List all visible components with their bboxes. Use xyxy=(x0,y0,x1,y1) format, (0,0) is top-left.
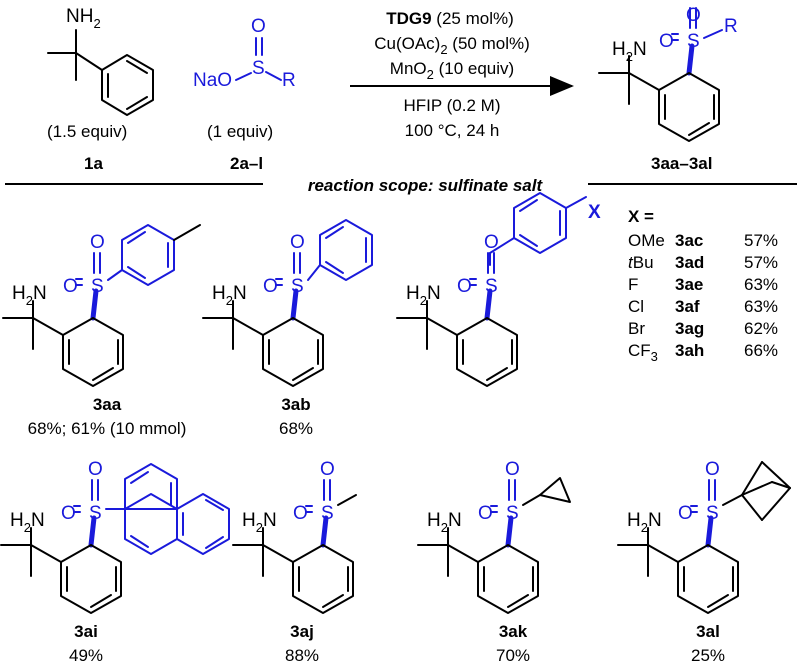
product-3ab-sulfur: S xyxy=(291,276,304,297)
amine-equiv-label: (1.5 equiv) xyxy=(47,122,127,141)
product-sulfur-label: S xyxy=(687,31,700,52)
product-3aa-oxygen-top: O xyxy=(90,232,105,253)
product-3aa-amine: H2N xyxy=(12,283,47,308)
x-table-substituent: OMe xyxy=(628,231,665,250)
product-3aj-oxygen-left: O xyxy=(293,503,308,524)
product-3ak-yield: 70% xyxy=(496,646,530,665)
product-3ab-label: 3ab xyxy=(281,395,310,414)
product-3ai-yield: 49% xyxy=(69,646,103,665)
product-3aa-yield: 68%; 61% (10 mmol) xyxy=(28,419,187,438)
condition-solvent: HFIP (0.2 M) xyxy=(404,96,501,115)
x-table-yield: 57% xyxy=(744,253,778,272)
product-3al-oxygen-top: O xyxy=(705,459,720,480)
product-3al-oxygen-left: O xyxy=(678,503,693,524)
product-amine-label: H2N xyxy=(612,39,647,64)
x-table-compound: 3ae xyxy=(675,275,703,294)
sulfinate-equiv-label: (1 equiv) xyxy=(207,122,273,141)
x-table-substituent: tBu xyxy=(628,253,654,272)
amine-1a-structure: NH2 xyxy=(47,6,154,116)
x-table-compound: 3ag xyxy=(675,319,704,338)
condition-catalyst: TDG9 (25 mol%) xyxy=(386,9,514,28)
x-table-compound: 3ah xyxy=(675,341,704,360)
product-3ai-amine: H2N xyxy=(10,510,45,535)
product-3ai-oxygen-top: O xyxy=(88,459,103,480)
product-3aj-sulfur: S xyxy=(321,503,334,524)
product-3ai-label: 3ai xyxy=(74,622,98,641)
amine-compound-label: 1a xyxy=(84,154,103,173)
x-table-yield: 63% xyxy=(744,275,778,294)
condition-temperature: 100 °C, 24 h xyxy=(405,121,500,140)
x-substituent-label: X xyxy=(588,202,601,223)
x-table-substituent: Cl xyxy=(628,297,644,316)
product-3al-structure: S O O H2N xyxy=(618,459,791,613)
product-oxygen-left: O xyxy=(659,31,674,52)
product-3-structure: S O O R H2N xyxy=(599,5,738,141)
product-3al-amine: H2N xyxy=(627,510,662,535)
x-table-substituent: Br xyxy=(628,319,645,338)
product-3ak-amine: H2N xyxy=(427,510,462,535)
amine-nh2-label: NH2 xyxy=(66,6,101,31)
x-table-header: X = xyxy=(628,207,654,226)
sulfinate-2-structure: NaO S O R xyxy=(193,16,296,91)
product-3aj-amine: H2N xyxy=(242,510,277,535)
product-x-oxygen-top: O xyxy=(484,232,499,253)
product-3ab-yield: 68% xyxy=(279,419,313,438)
x-table-compound: 3af xyxy=(675,297,700,316)
product-3al-label: 3al xyxy=(696,622,720,641)
x-table-substituent: F xyxy=(628,275,638,294)
sulfinate-compound-label: 2a–l xyxy=(230,154,263,173)
product-3aa-label: 3aa xyxy=(93,395,122,414)
product-x-sulfur: S xyxy=(485,276,498,297)
product-3aa-structure: S O O H2N xyxy=(3,224,201,386)
sulfinate-sulfur-label: S xyxy=(252,58,265,79)
x-table-substituent: CF3 xyxy=(628,341,658,364)
product-3ab-oxygen-left: O xyxy=(263,276,278,297)
x-table-yield: 66% xyxy=(744,341,778,360)
product-3aj-yield: 88% xyxy=(285,646,319,665)
product-3aj-label: 3aj xyxy=(290,622,314,641)
product-3al-sulfur: S xyxy=(706,503,719,524)
product-3ak-label: 3ak xyxy=(499,622,528,641)
product-compound-label: 3aa–3al xyxy=(651,154,712,173)
product-3ai-structure: S O O H2N xyxy=(1,459,230,613)
condition-copper: Cu(OAc)2 (50 mol%) xyxy=(374,34,530,57)
product-3ak-structure: S O O H2N xyxy=(418,459,571,613)
product-3ai-sulfur: S xyxy=(89,503,102,524)
product-3ab-amine: H2N xyxy=(212,283,247,308)
product-3ab-oxygen-top: O xyxy=(290,232,305,253)
product-3ai-oxygen-left: O xyxy=(61,503,76,524)
scope-header: reaction scope: sulfinate salt xyxy=(308,176,544,195)
product-3ab-structure: S O O H2N xyxy=(203,219,373,386)
x-table-compound: 3ac xyxy=(675,231,703,250)
product-3ak-oxygen-top: O xyxy=(505,459,520,480)
x-table-yield: 62% xyxy=(744,319,778,338)
product-r-group-label: R xyxy=(724,16,738,37)
product-x-amine: H2N xyxy=(406,283,441,308)
product-3al-yield: 25% xyxy=(691,646,725,665)
sulfinate-oxygen-label: O xyxy=(251,16,266,37)
x-table-yield: 63% xyxy=(744,297,778,316)
condition-oxidant: MnO2 (10 equiv) xyxy=(390,59,514,82)
x-table-yield: 57% xyxy=(744,231,778,250)
product-3ak-oxygen-left: O xyxy=(478,503,493,524)
x-table: OMe 3ac 57% tBu 3ad 57% F 3ae 63% Cl 3af 63% Br 3ag 62… xyxy=(628,231,778,364)
product-3ac-3ah-structure: S O O H2N X xyxy=(397,192,601,386)
product-3aa-oxygen-left: O xyxy=(63,276,78,297)
product-oxygen-top: O xyxy=(686,5,701,26)
sodium-oxide-label: NaO xyxy=(193,70,232,91)
product-3aa-sulfur: S xyxy=(91,276,104,297)
product-3ak-sulfur: S xyxy=(506,503,519,524)
sulfinate-r-group-label: R xyxy=(282,70,296,91)
product-3aj-structure: S O O H2N xyxy=(233,459,357,613)
x-table-compound: 3ad xyxy=(675,253,704,272)
product-x-oxygen-left: O xyxy=(457,276,472,297)
product-3aj-oxygen-top: O xyxy=(320,459,335,480)
